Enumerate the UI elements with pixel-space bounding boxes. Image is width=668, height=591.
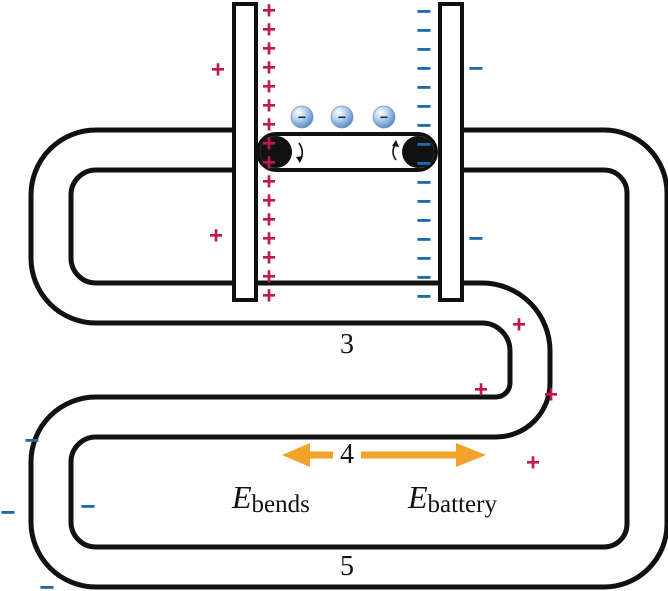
left-plate-outer-plus: + [209, 223, 223, 250]
electrons: −−− [290, 105, 396, 129]
right-plate-minus-charge: − [416, 224, 431, 254]
bend-plus-charge: + [512, 312, 526, 339]
right-plate-minus-charge: − [416, 148, 431, 178]
right-plate-minus-charge: − [416, 0, 431, 26]
electron-charge-sign: − [338, 109, 346, 125]
e-bends-arrowhead-icon [282, 443, 310, 467]
segment-4-label: 4 [340, 439, 354, 470]
right-pulley [402, 136, 434, 168]
bend-minus-charge: − [24, 425, 39, 455]
e-battery-symbol: E [407, 479, 428, 515]
left-plate-plus-charge: + [262, 245, 276, 272]
right-plate-minus-charge: − [416, 243, 431, 273]
left-plate-plus-charge: + [262, 150, 276, 177]
electron-charge-sign: − [298, 109, 306, 125]
electron [330, 105, 354, 129]
tube-interior [33, 132, 665, 585]
right-plate-minus-charge: − [416, 167, 431, 197]
left-plate-plus-charge: + [262, 17, 276, 44]
left-plate-plus-charge: + [262, 55, 276, 82]
right-plate-minus-charge: − [416, 72, 431, 102]
right-rotation-arrowhead-icon [392, 140, 399, 147]
left-plate [232, 2, 258, 302]
right-plate-minus-charge: − [416, 34, 431, 64]
left-plate-plus-charge: + [262, 226, 276, 253]
tube [28, 127, 668, 590]
bend-minus-charge: − [80, 491, 95, 521]
surface-charges: ++++++++++++++++−−−−−−−−−−−−−−−−++−−++++… [0, 0, 558, 591]
left-plate-plus-charge: + [262, 131, 276, 158]
left-plate-plus-charge: + [262, 36, 276, 63]
right-plate-minus-charge: − [416, 262, 431, 292]
electron [372, 105, 396, 129]
conveyor-belt [256, 132, 438, 172]
left-plate-plus-charge: + [262, 207, 276, 234]
right-plate-minus-charge: − [416, 91, 431, 121]
bend-plus-charge: + [474, 377, 488, 404]
left-pulley [260, 136, 292, 168]
bend-plus-charge: + [526, 450, 540, 477]
bend-minus-charge: − [0, 497, 15, 527]
left-plate-plus-charge: + [262, 169, 276, 196]
right-plate-minus-charge: − [416, 281, 431, 311]
electron [290, 105, 314, 129]
bend-minus-charge: − [39, 572, 54, 591]
e-battery-arrowhead-icon [456, 443, 486, 467]
segment-3-label: 3 [340, 329, 354, 360]
right-plate-minus-charge: − [416, 186, 431, 216]
e-battery-subscript: battery [428, 491, 498, 518]
right-plate-minus-charge: − [416, 15, 431, 45]
e-bends-symbol: E [231, 479, 252, 515]
left-plate-plus-charge: + [262, 93, 276, 120]
left-plate-plus-charge: + [262, 74, 276, 101]
left-plate-plus-charge: + [262, 188, 276, 215]
left-plate-plus-charge: + [262, 283, 276, 310]
right-plate-minus-charge: − [416, 205, 431, 235]
right-plate-minus-charge: − [416, 53, 431, 83]
right-plate-minus-charge: − [416, 110, 431, 140]
electron-charge-sign: − [380, 109, 388, 125]
right-plate-outer-minus: − [468, 223, 483, 253]
left-plate-plus-charge: + [262, 264, 276, 291]
right-plate-minus-charge: − [416, 129, 431, 159]
left-plate-plus-charge: + [262, 0, 276, 25]
segment-5-label: 5 [340, 551, 354, 582]
bend-plus-charge: + [544, 382, 558, 409]
field-arrows [282, 443, 486, 467]
belt [256, 132, 438, 172]
right-plate-outer-minus: − [468, 53, 483, 83]
e-bends-label: Ebends [231, 479, 310, 518]
left-plate-plus-charge: + [262, 112, 276, 139]
e-bends-subscript: bends [252, 491, 310, 518]
right-plate [438, 2, 464, 302]
left-rotation-arrowhead-icon [296, 156, 303, 163]
e-battery-label: Ebattery [407, 479, 497, 518]
left-plate-outer-plus: + [211, 57, 225, 84]
